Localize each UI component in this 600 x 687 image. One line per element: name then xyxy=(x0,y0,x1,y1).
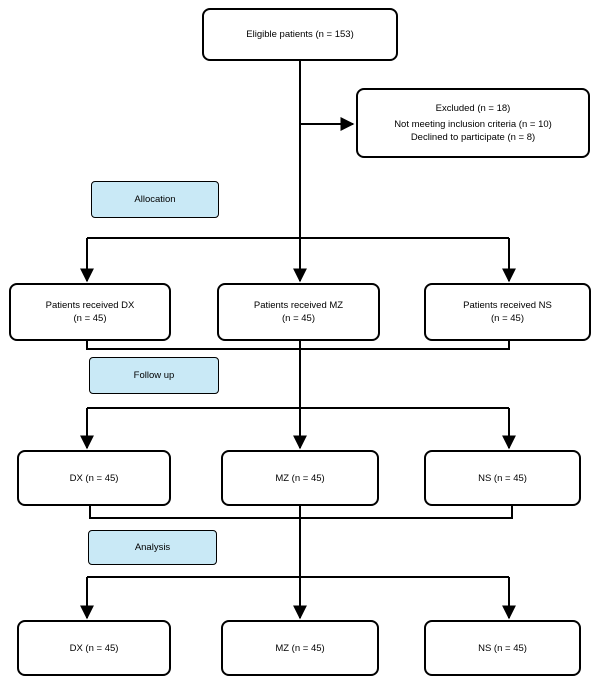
eligible-patients-label: Eligible patients (n = 153) xyxy=(246,29,354,40)
excluded-box: Excluded (n = 18) Not meeting inclusion … xyxy=(356,88,590,158)
allocation-stage-label: Allocation xyxy=(91,181,219,218)
follow-up-box-dx: DX (n = 45) xyxy=(17,450,171,506)
analysis-stage-label: Analysis xyxy=(88,530,217,565)
allocation-box-ns: Patients received NS (n = 45) xyxy=(424,283,591,341)
analysis-box-ns: NS (n = 45) xyxy=(424,620,581,676)
follow-up-stage-label: Follow up xyxy=(89,357,219,394)
allocation-box-mz: Patients received MZ (n = 45) xyxy=(217,283,380,341)
excluded-title: Excluded (n = 18) xyxy=(435,103,511,114)
follow-up-box-mz: MZ (n = 45) xyxy=(221,450,379,506)
follow-up-box-ns: NS (n = 45) xyxy=(424,450,581,506)
analysis-box-mz: MZ (n = 45) xyxy=(221,620,379,676)
merge-bar-1 xyxy=(86,340,510,350)
eligible-patients-box: Eligible patients (n = 153) xyxy=(202,8,398,61)
analysis-box-dx: DX (n = 45) xyxy=(17,620,171,676)
excluded-reason-declined: Declined to participate (n = 8) xyxy=(410,132,536,143)
excluded-reason-inclusion: Not meeting inclusion criteria (n = 10) xyxy=(394,119,552,130)
allocation-box-dx: Patients received DX (n = 45) xyxy=(9,283,171,341)
